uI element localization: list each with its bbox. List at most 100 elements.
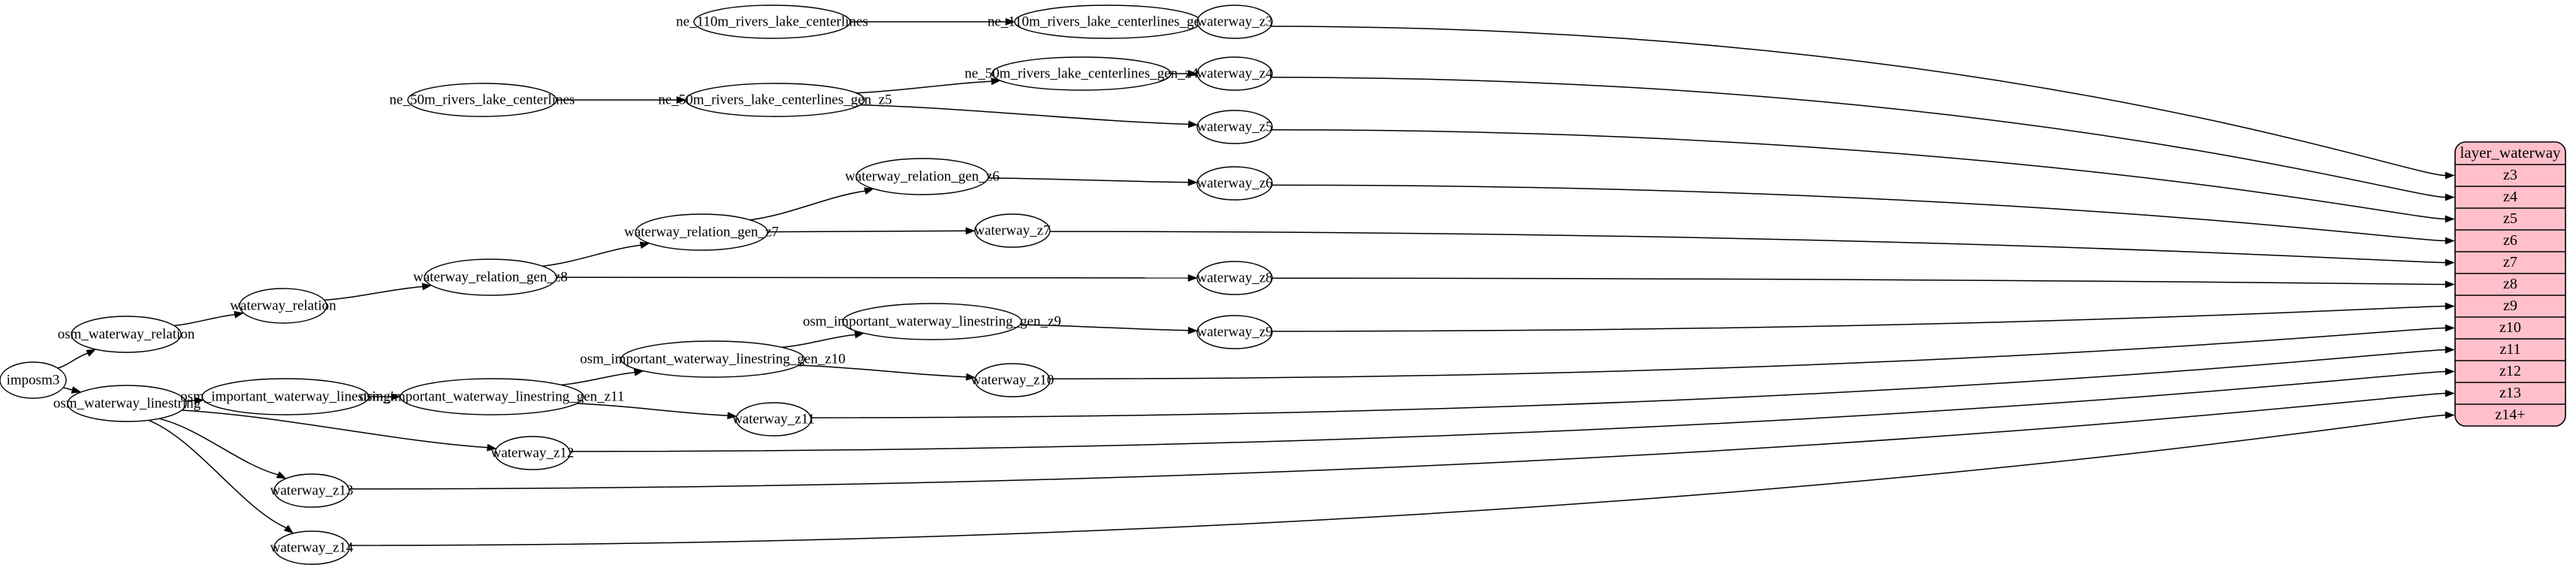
record-node-layer: layer_waterwayz3z4z5z6z7z8z9z10z11z12z13… bbox=[2454, 141, 2566, 427]
node-shape-waterway_z4 bbox=[1196, 56, 1273, 91]
node-shape-waterway_z6 bbox=[1196, 166, 1273, 201]
node-label-osm_important_waterway_linestring: osm_important_waterway_linestring bbox=[180, 388, 391, 404]
edge-waterway_z4-to-layer_waterway-z4 bbox=[1271, 77, 2446, 198]
node-shape-osm_important_waterway_linestring_gen_z9 bbox=[842, 303, 1022, 340]
arrowhead bbox=[2445, 237, 2455, 245]
node-shape-ne_50m_rivers_lake_centerlines_gen_z5 bbox=[685, 83, 865, 117]
node-osm_important_waterway_linestring[interactable]: osm_important_waterway_linestring bbox=[180, 378, 391, 415]
node-waterway_z3[interactable]: waterway_z3 bbox=[1196, 5, 1273, 39]
edge-waterway_z12-to-layer_waterway-z12 bbox=[569, 370, 2446, 452]
node-label-waterway_z12: waterway_z12 bbox=[491, 445, 575, 461]
node-shape-waterway_relation_gen_z6 bbox=[855, 158, 989, 195]
node-shape-waterway_z8 bbox=[1196, 261, 1273, 295]
node-imposm3[interactable]: imposm3 bbox=[0, 361, 67, 399]
node-shape-ne_50m_rivers_lake_centerlines bbox=[407, 83, 557, 117]
node-label-imposm3: imposm3 bbox=[7, 372, 60, 388]
node-waterway_z7[interactable]: waterway_z7 bbox=[974, 213, 1051, 248]
node-waterway_relation_gen_z6[interactable]: waterway_relation_gen_z6 bbox=[845, 158, 1000, 195]
edge-waterway_z9-to-layer_waterway-z9 bbox=[1271, 305, 2446, 332]
edge-osm_waterway_linestring-to-osm_important_waterway_linestring bbox=[186, 400, 195, 402]
node-waterway_z4[interactable]: waterway_z4 bbox=[1196, 56, 1273, 91]
edge-waterway_z3-to-layer_waterway-z3 bbox=[1271, 26, 2446, 177]
arrowhead bbox=[1187, 120, 1199, 128]
node-shape-waterway_z11 bbox=[735, 402, 812, 437]
node-shape-osm_waterway_relation bbox=[71, 316, 182, 353]
record-title-label: layer_waterway bbox=[2460, 144, 2561, 162]
node-label-waterway_z6: waterway_z6 bbox=[1196, 175, 1272, 191]
node-ne_50m_rivers_lake_centerlines[interactable]: ne_50m_rivers_lake_centerlines bbox=[390, 83, 575, 117]
node-label-ne_50m_rivers_lake_centerlines_gen_z4: ne_50m_rivers_lake_centerlines_gen_z4 bbox=[964, 65, 1199, 81]
node-waterway_relation_gen_z8[interactable]: waterway_relation_gen_z8 bbox=[413, 258, 568, 296]
arrowhead bbox=[194, 397, 204, 405]
arrowhead bbox=[2445, 193, 2455, 201]
arrowhead bbox=[727, 412, 738, 420]
node-osm_waterway_relation[interactable]: osm_waterway_relation bbox=[58, 316, 195, 353]
record-outer-frame bbox=[2454, 141, 2566, 427]
edge-ne_50m_rivers_lake_centerlines_gen_z5-to-ne_50m_rivers_lake_centerlines_gen_z4 bbox=[855, 80, 992, 94]
nodes-layer: imposm3 osm_waterway_relation osm_waterway… bbox=[0, 5, 1273, 565]
node-osm_waterway_linestring[interactable]: osm_waterway_linestring bbox=[53, 385, 201, 422]
edge-osm_important_waterway_linestring_gen_z11-to-osm_important_waterway_linestring_gen_z10 bbox=[561, 371, 635, 386]
node-shape-ne_110m_rivers_lake_centerlines bbox=[693, 5, 851, 39]
record-row-label-z3: z3 bbox=[2503, 167, 2517, 183]
edge-waterway_relation_gen_z7-to-waterway_relation_gen_z6 bbox=[750, 190, 865, 221]
node-waterway_z6[interactable]: waterway_z6 bbox=[1196, 166, 1273, 201]
edge-waterway_z11-to-layer_waterway-z11 bbox=[810, 349, 2446, 418]
arrowhead bbox=[1187, 273, 1198, 282]
edge-osm_waterway_linestring-to-waterway_z13 bbox=[158, 418, 279, 476]
arrowhead bbox=[965, 227, 976, 235]
edge-osm_waterway_linestring-to-waterway_z12 bbox=[182, 409, 487, 449]
record-node-layer-waterway[interactable]: layer_waterwayz3z4z5z6z7z8z9z10z11z12z13… bbox=[2454, 141, 2566, 427]
node-label-waterway_z10: waterway_z10 bbox=[971, 372, 1054, 388]
node-waterway_z12[interactable]: waterway_z12 bbox=[491, 436, 575, 470]
arrowhead bbox=[276, 471, 287, 479]
edge-osm_waterway_linestring-to-waterway_z14 bbox=[148, 419, 287, 529]
node-label-waterway_relation_gen_z6: waterway_relation_gen_z6 bbox=[845, 168, 1000, 184]
node-label-waterway_z11: waterway_z11 bbox=[732, 411, 815, 427]
node-osm_important_waterway_linestring_gen_z10[interactable]: osm_important_waterway_linestring_gen_z1… bbox=[580, 340, 846, 378]
arrowhead bbox=[966, 373, 976, 381]
node-ne_50m_rivers_lake_centerlines_gen_z5[interactable]: ne_50m_rivers_lake_centerlines_gen_z5 bbox=[658, 83, 892, 117]
node-shape-osm_waterway_linestring bbox=[67, 385, 187, 422]
node-label-osm_waterway_linestring: osm_waterway_linestring bbox=[53, 395, 201, 411]
node-label-ne_110m_rivers_lake_centerlines: ne_110m_rivers_lake_centerlines bbox=[676, 14, 868, 29]
edge-osm_important_waterway_linestring_gen_z11-to-waterway_z11 bbox=[576, 403, 728, 416]
record-row-label-z11: z11 bbox=[2499, 341, 2520, 358]
node-ne_110m_rivers_lake_centerlines_gen_z3[interactable]: ne_110m_rivers_lake_centerlines_gen_z3 bbox=[988, 5, 1228, 39]
record-row-label-z9: z9 bbox=[2503, 298, 2517, 314]
node-waterway_z11[interactable]: waterway_z11 bbox=[732, 402, 815, 437]
edge-ne_50m_rivers_lake_centerlines_gen_z5-to-waterway_z5 bbox=[860, 104, 1189, 125]
edge-osm_important_waterway_linestring_gen_z10-to-osm_important_waterway_linestring_gen_z9 bbox=[781, 334, 855, 348]
node-waterway_z9[interactable]: waterway_z9 bbox=[1196, 315, 1273, 349]
arrowhead bbox=[1005, 18, 1015, 26]
node-shape-waterway_z10 bbox=[974, 363, 1051, 397]
node-waterway_z14[interactable]: waterway_z14 bbox=[270, 530, 354, 565]
record-row-label-z5: z5 bbox=[2503, 210, 2517, 227]
edge-waterway_z7-to-layer_waterway-z7 bbox=[1049, 231, 2446, 264]
edge-waterway_z13-to-layer_waterway-z13 bbox=[348, 392, 2446, 490]
node-ne_50m_rivers_lake_centerlines_gen_z4[interactable]: ne_50m_rivers_lake_centerlines_gen_z4 bbox=[964, 56, 1199, 91]
record-row-label-z10: z10 bbox=[2499, 319, 2521, 336]
node-waterway_z13[interactable]: waterway_z13 bbox=[270, 473, 354, 508]
record-row-label-z8: z8 bbox=[2503, 276, 2517, 292]
node-waterway_relation[interactable]: waterway_relation bbox=[230, 288, 336, 324]
record-row-label-z14+: z14+ bbox=[2495, 406, 2525, 423]
node-waterway_z8[interactable]: waterway_z8 bbox=[1196, 261, 1273, 295]
arrowhead bbox=[1187, 178, 1198, 186]
node-label-osm_important_waterway_linestring_gen_z11: osm_important_waterway_linestring_gen_z1… bbox=[360, 388, 625, 404]
node-label-waterway_z3: waterway_z3 bbox=[1196, 14, 1272, 29]
node-waterway_relation_gen_z7[interactable]: waterway_relation_gen_z7 bbox=[624, 213, 779, 251]
node-label-waterway_z7: waterway_z7 bbox=[974, 222, 1050, 238]
node-waterway_z5[interactable]: waterway_z5 bbox=[1196, 110, 1273, 144]
node-osm_important_waterway_linestring_gen_z9[interactable]: osm_important_waterway_linestring_gen_z9 bbox=[803, 303, 1061, 340]
arrowhead bbox=[639, 241, 650, 249]
arrowhead bbox=[991, 77, 1001, 86]
arrowhead bbox=[2445, 258, 2455, 267]
record-row-label-z6: z6 bbox=[2503, 232, 2517, 249]
node-ne_110m_rivers_lake_centerlines[interactable]: ne_110m_rivers_lake_centerlines bbox=[676, 5, 868, 39]
node-waterway_z10[interactable]: waterway_z10 bbox=[971, 363, 1054, 397]
node-shape-waterway_z9 bbox=[1196, 315, 1273, 349]
node-osm_important_waterway_linestring_gen_z11[interactable]: osm_important_waterway_linestring_gen_z1… bbox=[360, 378, 625, 415]
node-shape-ne_50m_rivers_lake_centerlines_gen_z4 bbox=[991, 56, 1172, 91]
